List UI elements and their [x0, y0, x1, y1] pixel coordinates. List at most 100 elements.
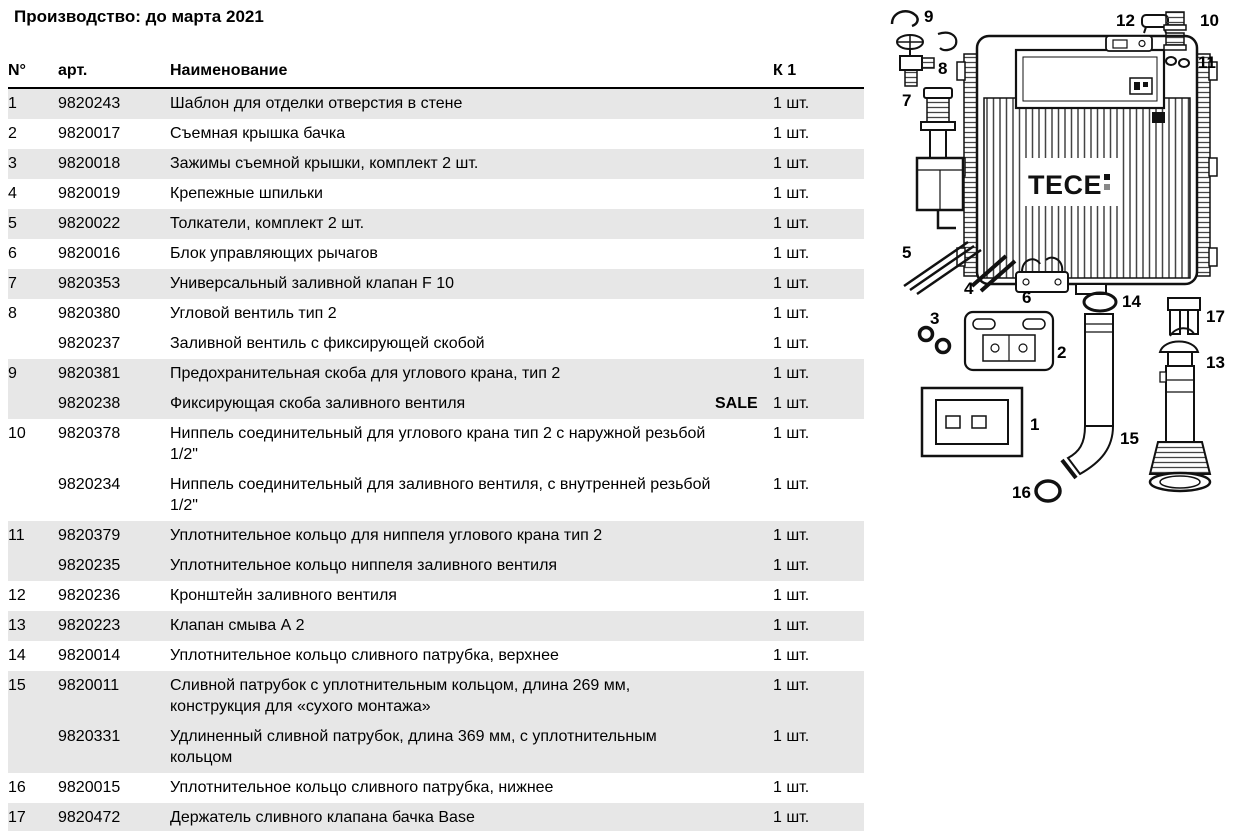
row-position-number: 4 [8, 185, 17, 202]
callout-1: 1 [1030, 415, 1039, 434]
part-upper-o-ring [1082, 291, 1118, 313]
part-fill-valve [915, 87, 965, 230]
quantity: 1 шт. [773, 365, 810, 382]
part-name: Сливной патрубок с уплотнительным кольцо… [170, 677, 631, 715]
sale-badge [715, 722, 773, 773]
part-connection-nipples [1163, 11, 1187, 51]
sale-badge [715, 269, 773, 299]
part-name: Зажимы съемной крышки, комплект 2 шт. [170, 155, 479, 172]
table-row: 13 9820223 Клапан смыва А 2 1 шт. [8, 611, 864, 641]
sale-badge [715, 470, 773, 521]
article-number: 9820472 [58, 809, 121, 826]
article-number: 9820380 [58, 305, 121, 322]
table-row: 6 9820016 Блок управляющих рычагов 1 шт. [8, 239, 864, 269]
part-lower-o-ring [1034, 479, 1062, 503]
part-name: Уплотнительное кольцо сливного патрубка,… [170, 647, 559, 664]
row-position-number: 11 [8, 527, 25, 544]
row-position-number: 13 [8, 617, 26, 634]
part-flush-valve-holder [1167, 297, 1201, 335]
table-row: 10 9820378 Ниппель соединительный для уг… [8, 419, 864, 470]
part-name: Фиксирующая скоба заливного вентиля [170, 395, 466, 412]
part-cover-clamps [917, 325, 952, 355]
article-number: 9820236 [58, 587, 121, 604]
part-wall-template [920, 386, 1024, 458]
quantity: 1 шт. [773, 95, 810, 112]
table-row: 9820331 Удлиненный сливной патрубок, дли… [8, 722, 864, 773]
part-name: Шаблон для отделки отверстия в стене [170, 95, 463, 112]
article-number: 9820011 [58, 677, 120, 694]
table-row: 17 9820472 Держатель сливного клапана ба… [8, 803, 864, 831]
sale-badge [715, 299, 773, 329]
part-name: Предохранительная скоба для углового кра… [170, 365, 561, 382]
quantity: 1 шт. [773, 275, 810, 292]
part-name: Блок управляющих рычагов [170, 245, 378, 262]
parts-table-body: 1 9820243 Шаблон для отделки отверстия в… [8, 88, 864, 831]
sale-badge [715, 419, 773, 470]
part-name: Держатель сливного клапана бачка Base [170, 809, 475, 826]
quantity: 1 шт. [773, 728, 810, 745]
row-position-number: 3 [8, 155, 17, 172]
article-number: 9820331 [58, 728, 121, 745]
quantity: 1 шт. [773, 155, 810, 172]
table-row: 11 9820379 Уплотнительное кольцо для нип… [8, 521, 864, 551]
article-number: 9820018 [58, 155, 121, 172]
article-number: 9820017 [58, 125, 121, 142]
callout-6: 6 [1022, 288, 1031, 307]
table-row: 5 9820022 Толкатели, комплект 2 шт. 1 шт… [8, 209, 864, 239]
row-position-number: 17 [8, 809, 26, 826]
table-row: 9820234 Ниппель соединительный для залив… [8, 470, 864, 521]
article-number: 9820378 [58, 425, 121, 442]
table-row: 7 9820353 Универсальный заливной клапан … [8, 269, 864, 299]
row-position-number [8, 329, 58, 359]
sale-badge [715, 671, 773, 722]
part-lever-block [1015, 256, 1069, 293]
tece-logo-dots [1104, 174, 1110, 190]
quantity: 1 шт. [773, 476, 810, 493]
callout-9: 9 [924, 7, 933, 26]
part-nipple-sealing-rings [1165, 56, 1190, 68]
article-number: 9820381 [58, 365, 121, 382]
row-position-number: 5 [8, 215, 17, 232]
table-row: 9820235 Уплотнительное кольцо ниппеля за… [8, 551, 864, 581]
sale-badge [715, 359, 773, 389]
part-name: Удлиненный сливной патрубок, длина 369 м… [170, 728, 657, 766]
table-row: 8 9820380 Угловой вентиль тип 2 1 шт. [8, 299, 864, 329]
article-number: 9820014 [58, 647, 121, 664]
sale-badge [715, 239, 773, 269]
part-name: Заливной вентиль с фиксирующей скобой [170, 335, 485, 352]
row-position-number [8, 551, 58, 581]
sale-badge [715, 803, 773, 831]
callout-2: 2 [1057, 343, 1066, 362]
table-row: 1 9820243 Шаблон для отделки отверстия в… [8, 88, 864, 119]
tece-logo-text: TECE [1028, 170, 1102, 200]
page-title: Производство: до марта 2021 [14, 7, 264, 26]
quantity: 1 шт. [773, 617, 810, 634]
row-position-number [8, 470, 58, 521]
sale-badge [715, 521, 773, 551]
header-quantity: К 1 [773, 58, 864, 89]
sale-badge [715, 641, 773, 671]
quantity: 1 шт. [773, 395, 810, 412]
row-position-number: 14 [8, 647, 26, 664]
table-row: 12 9820236 Кронштейн заливного вентиля 1… [8, 581, 864, 611]
callout-10: 10 [1200, 11, 1219, 30]
callout-12: 12 [1116, 11, 1135, 30]
quantity: 1 шт. [773, 557, 810, 574]
row-position-number: 2 [8, 125, 17, 142]
part-drain-pipe [1060, 313, 1115, 480]
callout-17: 17 [1206, 307, 1225, 326]
article-number: 9820379 [58, 527, 121, 544]
quantity: 1 шт. [773, 245, 810, 262]
row-position-number: 7 [8, 275, 17, 292]
parts-table: N° арт. Наименование К 1 1 9820243 Шабло… [8, 58, 864, 831]
part-pushers [970, 254, 1017, 293]
callout-14: 14 [1122, 292, 1141, 311]
article-number: 9820353 [58, 275, 121, 292]
callout-5: 5 [902, 243, 911, 262]
sale-badge [715, 149, 773, 179]
sale-badge [715, 88, 773, 119]
table-row: 9 9820381 Предохранительная скоба для уг… [8, 359, 864, 389]
table-row: 16 9820015 Уплотнительное кольцо сливног… [8, 773, 864, 803]
part-name: Съемная крышка бачка [170, 125, 346, 142]
article-number: 9820223 [58, 617, 121, 634]
